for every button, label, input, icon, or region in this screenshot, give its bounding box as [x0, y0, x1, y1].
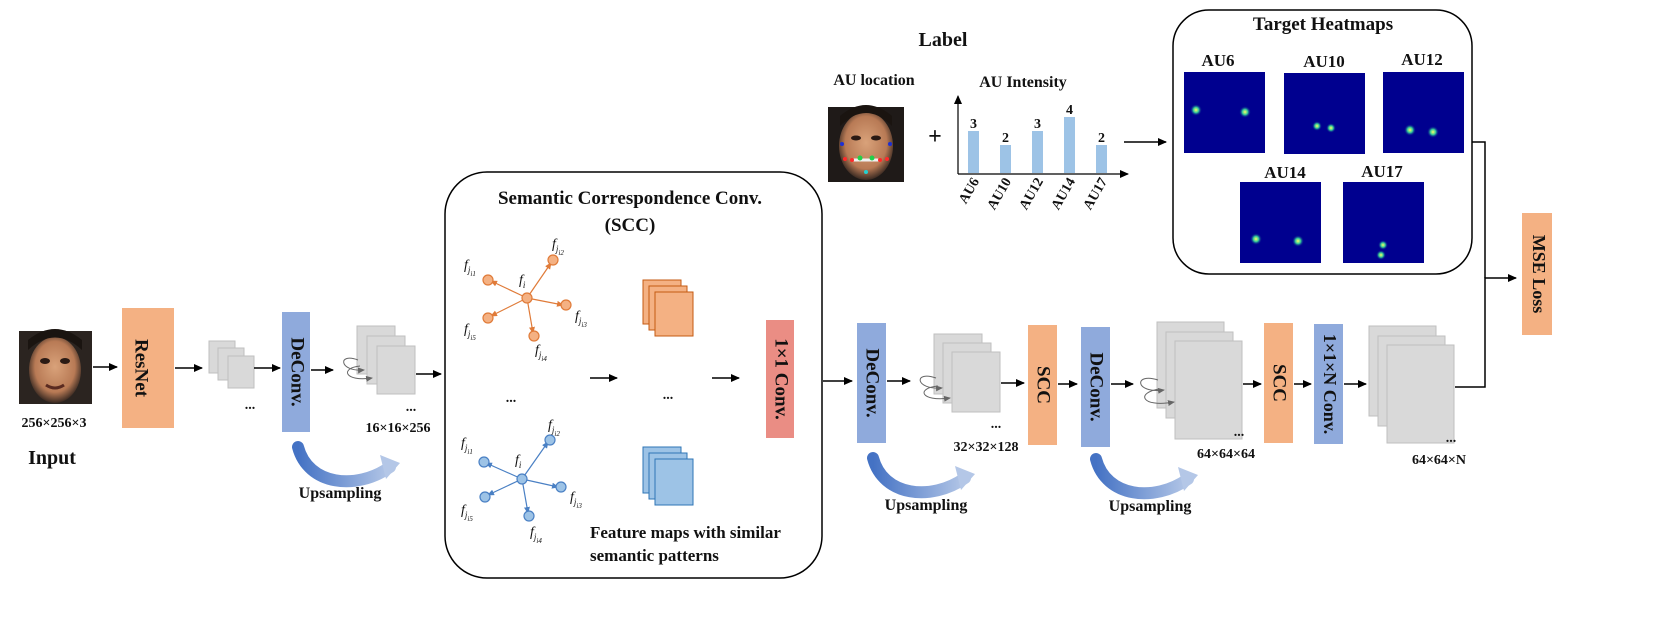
- node-labels-orange: fji1 fji2 fi fji3 fji4 fji5: [464, 237, 587, 363]
- bar-value-au17: 2: [1098, 131, 1105, 146]
- heatmap-label-au17: AU17: [1361, 162, 1403, 181]
- svg-text:fji5: fji5: [464, 322, 476, 342]
- bar-au17: [1096, 145, 1107, 173]
- size-16-label: 16×16×256: [366, 421, 431, 436]
- scc-title-line1: Semantic Correspondence Conv.: [498, 188, 762, 209]
- conv1x1-block: [766, 320, 794, 438]
- upsampling-label-2: Upsampling: [885, 497, 968, 514]
- deconv-block-1: [282, 312, 310, 432]
- upsampling-label-3: Upsampling: [1109, 498, 1192, 515]
- au-location-face-image: [828, 105, 904, 182]
- orange-feature-maps: [642, 279, 694, 337]
- heatmaps-title: Target Heatmaps: [1253, 14, 1393, 35]
- svg-text:fji1: fji1: [461, 436, 473, 456]
- ellipsis: ...: [506, 391, 517, 406]
- tick-label-au17: AU17: [1081, 176, 1111, 213]
- bar-value-au10: 2: [1002, 131, 1009, 146]
- deconv-block-3: [1081, 327, 1110, 447]
- scc-block-2: [1264, 323, 1293, 443]
- heatmap-label-au14: AU14: [1264, 163, 1306, 182]
- bar-au14: [1064, 117, 1075, 173]
- heatmap-au12: [1383, 72, 1464, 153]
- bar-au12: [1032, 131, 1043, 173]
- bar-au6: [968, 131, 979, 173]
- deconv-label-3: DeConv.: [1086, 352, 1107, 421]
- scc-label-1: SCC: [1033, 366, 1054, 404]
- feature-maps-32: [933, 333, 1001, 413]
- deconv-label-1: DeConv.: [287, 337, 308, 406]
- input-size-label: 256×256×3: [22, 416, 87, 431]
- bar-au10: [1000, 145, 1011, 173]
- ellipsis: ...: [663, 388, 674, 403]
- svg-text:fji5: fji5: [461, 503, 473, 523]
- deconv-label-2: DeConv.: [862, 348, 883, 417]
- upsampling-arrow-1: [298, 447, 400, 481]
- au-location-label: AU location: [833, 72, 914, 89]
- tick-label-au10: AU10: [985, 176, 1015, 213]
- svg-text:fji2: fji2: [548, 418, 560, 438]
- svg-text:fji3: fji3: [570, 490, 582, 510]
- scc-label-2: SCC: [1269, 364, 1290, 402]
- heatmap-label-au12: AU12: [1401, 50, 1443, 69]
- ellipsis: ...: [245, 398, 256, 413]
- au-intensity-label: AU Intensity: [979, 74, 1067, 91]
- bar-value-au6: 3: [970, 117, 977, 132]
- heatmap-label-au10: AU10: [1303, 52, 1345, 71]
- size-64n-label: 64×64×N: [1412, 453, 1466, 468]
- resnet-label: ResNet: [131, 339, 152, 398]
- scc-title-line2: (SCC): [605, 215, 656, 236]
- upsampling-arrow-2: [873, 458, 975, 492]
- heatmap-au14: [1240, 182, 1321, 263]
- tick-label-au14: AU14: [1049, 176, 1079, 213]
- feature-maps-64n: [1368, 325, 1455, 444]
- ellipsis: ...: [991, 417, 1002, 432]
- ellipsis: ...: [1234, 425, 1245, 440]
- svg-text:fji4: fji4: [530, 525, 542, 545]
- mse-loss-block: [1522, 213, 1552, 335]
- tick-label-au6: AU6: [956, 176, 983, 207]
- label-title: Label: [919, 29, 968, 51]
- size-32-label: 32×32×128: [954, 440, 1019, 455]
- conv1x1n-block: [1314, 324, 1343, 444]
- conv1x1-label: 1×1 Conv.: [771, 338, 792, 420]
- mse-loss-label: MSE Loss: [1529, 235, 1549, 314]
- input-face-image: [19, 329, 92, 404]
- scc-caption-line2: semantic patterns: [590, 546, 719, 565]
- feature-maps-16: [356, 325, 416, 395]
- node-labels-blue: fji1 fji2 fi fji3 fji4 fji5: [461, 418, 582, 545]
- upsampling-label-1: Upsampling: [299, 485, 382, 502]
- feature-maps-64: [1156, 321, 1243, 440]
- upsampling-arrow-3: [1096, 459, 1198, 493]
- ellipsis: ...: [406, 400, 417, 415]
- conv1x1n-label: 1×1×N Conv.: [1320, 334, 1340, 435]
- blue-graph: [478, 434, 567, 522]
- svg-text:fi: fi: [515, 453, 522, 470]
- resnet-block: [122, 308, 174, 428]
- tick-label-au12: AU12: [1017, 176, 1047, 213]
- size-64-label: 64×64×64: [1197, 447, 1255, 462]
- svg-text:fji2: fji2: [552, 237, 564, 257]
- input-label: Input: [28, 447, 76, 469]
- ellipsis: ...: [1446, 431, 1457, 446]
- feature-maps-resnet: [208, 340, 255, 389]
- scc-caption-line1: Feature maps with similar: [590, 523, 781, 542]
- scc-panel: [444, 171, 823, 579]
- svg-text:fji3: fji3: [575, 309, 587, 329]
- orange-graph: [482, 254, 572, 342]
- svg-text:fji4: fji4: [535, 343, 547, 363]
- heatmap-au10: [1284, 73, 1365, 154]
- scc-block-1: [1028, 325, 1057, 445]
- svg-text:fji1: fji1: [464, 258, 476, 278]
- deconv-block-2: [857, 323, 886, 443]
- svg-text:fi: fi: [519, 273, 526, 290]
- bar-value-au14: 4: [1066, 103, 1073, 118]
- plus-sign: +: [928, 124, 942, 150]
- blue-feature-maps: [642, 446, 694, 506]
- heatmap-label-au6: AU6: [1201, 51, 1234, 70]
- bar-value-au12: 3: [1034, 117, 1041, 132]
